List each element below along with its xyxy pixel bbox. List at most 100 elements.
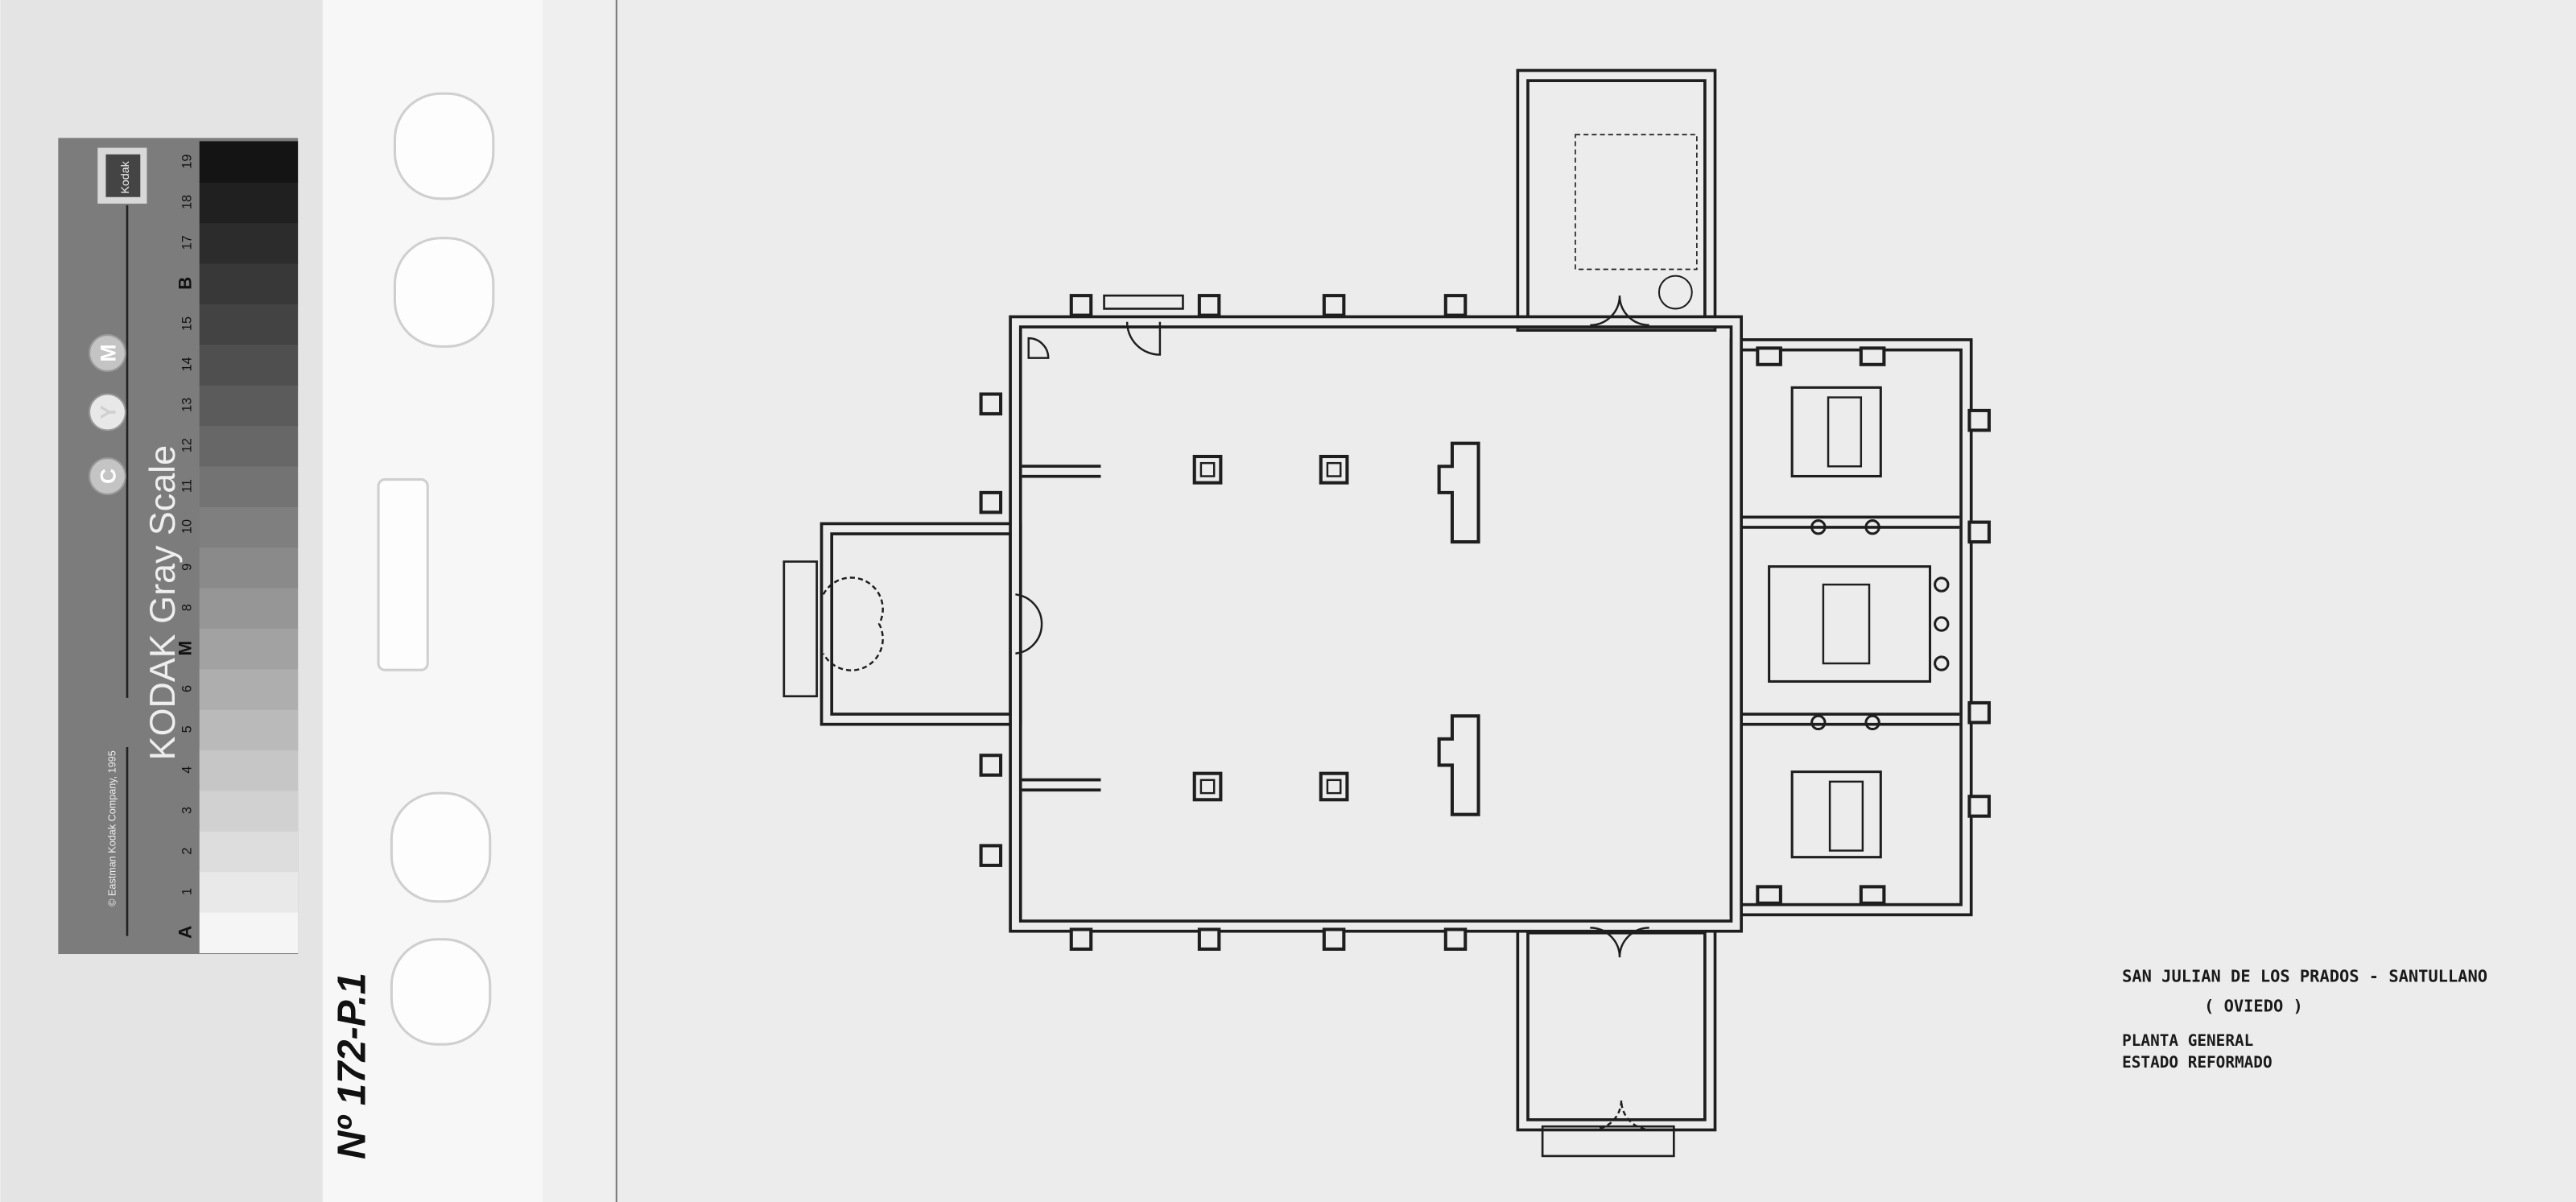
step-label: 10 [180, 519, 195, 534]
tower-upper-outline [1575, 134, 1698, 271]
altar [1822, 583, 1871, 665]
step-label: 15 [180, 316, 195, 331]
column [1864, 714, 1880, 731]
nave-wall-outer [1009, 315, 1743, 933]
card-copyright: © Eastman Kodak Company, 1995 [107, 750, 118, 907]
step-label: 19 [180, 155, 195, 169]
step-label: 5 [180, 725, 195, 733]
spiral-stair [1657, 275, 1693, 310]
pier-core [1199, 779, 1216, 795]
step-label: 17 [180, 235, 195, 250]
buttress [1443, 927, 1468, 951]
column [1810, 519, 1827, 535]
step-label: 11 [180, 479, 195, 493]
step-label: 13 [180, 398, 195, 412]
step-label: M [175, 641, 196, 656]
title-line-plan: PLANTA GENERAL [2122, 1031, 2253, 1050]
south-porch-wall-outer [1516, 921, 1717, 1132]
kodak-logo: Kodak [97, 147, 147, 204]
pier [1319, 771, 1349, 802]
chapel-platform [1790, 770, 1882, 859]
step-label: 14 [180, 357, 195, 371]
buttress [1967, 795, 1991, 818]
buttress [1197, 294, 1221, 317]
nave-wall [1011, 318, 1740, 930]
east-chapels-wall-outer [1729, 338, 1973, 917]
step-label: 2 [180, 847, 195, 854]
door-swing [1125, 321, 1162, 356]
gray-patch [199, 222, 299, 264]
buttress [1859, 346, 1886, 366]
gray-patch [199, 141, 299, 183]
binder-hole [390, 791, 492, 903]
gray-patch [199, 627, 299, 670]
gray-patch [199, 262, 299, 304]
gray-patch [199, 384, 299, 427]
gray-patch [199, 708, 299, 751]
east-chapels-wall [1732, 341, 1970, 914]
gray-patch [199, 830, 299, 873]
binder-hole [393, 92, 495, 200]
buttress [1756, 885, 1782, 905]
altar [1827, 396, 1863, 468]
cmy-letter: Y [97, 405, 121, 419]
step-label: 18 [180, 195, 195, 209]
buttress [1967, 520, 1991, 544]
title-line-church: SAN JULIAN DE LOS PRADOS - SANTULLANO [2122, 967, 2487, 986]
step-label: 8 [180, 604, 195, 611]
title-line-city: ( OVIEDO ) [2204, 996, 2303, 1015]
buttress [979, 490, 1003, 514]
gray-patch [199, 303, 299, 345]
buttress [979, 392, 1003, 416]
column [1934, 655, 1950, 671]
step-label: 6 [180, 685, 195, 692]
buttress [979, 844, 1003, 867]
west-porch-wall [823, 525, 1019, 723]
binder-slot [377, 478, 429, 671]
buttress [1322, 294, 1346, 317]
door-swing [822, 576, 884, 671]
column [1934, 576, 1950, 593]
cmy-dot [89, 334, 126, 372]
pier [1192, 771, 1223, 802]
pier [1192, 454, 1223, 485]
door-swing [1590, 927, 1649, 958]
step-label: 9 [180, 564, 195, 571]
binder-hole [390, 938, 492, 1046]
step-label: B [175, 277, 196, 290]
pier [1319, 454, 1349, 485]
step-label: 3 [180, 807, 195, 814]
cmy-letter: C [97, 469, 121, 484]
card-title: KODAK Gray Scale [142, 445, 183, 760]
gray-patch [199, 506, 299, 548]
buttress [1069, 927, 1093, 951]
door-swing [1590, 295, 1649, 327]
floor-plan [782, 68, 1991, 1158]
pier-core [1199, 461, 1216, 477]
binder-holes [377, 92, 495, 1046]
pier-core [1326, 461, 1342, 477]
buttress [1967, 408, 1991, 432]
porch-step [782, 560, 818, 698]
buttress [1756, 346, 1782, 366]
gray-patch [199, 911, 299, 953]
door-swing [1015, 593, 1043, 655]
kodak-gray-scale-card: Kodak KODAK Gray Scale © Eastman Kodak C… [58, 138, 299, 955]
gray-patch [199, 547, 299, 589]
buttress [1443, 294, 1468, 317]
gray-patch [199, 668, 299, 710]
t-pier [1437, 441, 1480, 544]
buttress [1859, 885, 1886, 905]
gray-patch [199, 344, 299, 386]
gray-patch [199, 181, 299, 224]
buttress [979, 754, 1003, 777]
title-block: SAN JULIAN DE LOS PRADOS - SANTULLANO ( … [2122, 967, 2487, 1072]
step-label: 12 [180, 438, 195, 452]
gray-patch [199, 790, 299, 832]
sheet-margin [543, 0, 618, 1202]
chapel-platform [1790, 386, 1882, 478]
title-line-state: ESTADO REFORMADO [2122, 1053, 2273, 1072]
handwritten-archive-label: Nº 172-P.1 [331, 973, 374, 1159]
step-label: A [175, 926, 196, 939]
